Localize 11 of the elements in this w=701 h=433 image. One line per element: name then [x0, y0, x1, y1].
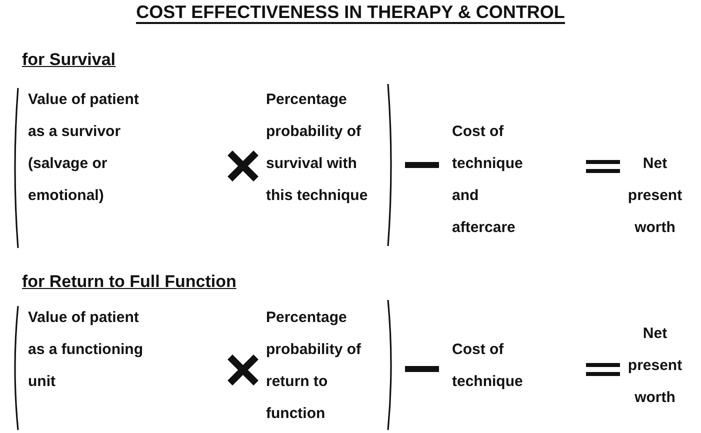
equation-term: Percentage probability of survival with this technique — [266, 90, 369, 206]
section-heading: for Return to Full Function — [22, 272, 236, 292]
section-heading: for Survival — [22, 50, 116, 70]
title: COST EFFECTIVENESS IN THERAPY & CONTROL — [136, 2, 565, 24]
equation-term: Percentage probability of return to function — [266, 308, 362, 424]
equation-term: Value of patient as a survivor (salvage or emotional) — [28, 90, 140, 206]
equation-term: Cost of technique and aftercare — [452, 122, 524, 238]
equation-term: Net present worth — [626, 154, 684, 238]
equation-term: Value of patient as a functioning unit — [28, 308, 144, 392]
equation-term: Net present worth — [626, 324, 684, 408]
equation-term: Cost of technique — [452, 340, 524, 392]
